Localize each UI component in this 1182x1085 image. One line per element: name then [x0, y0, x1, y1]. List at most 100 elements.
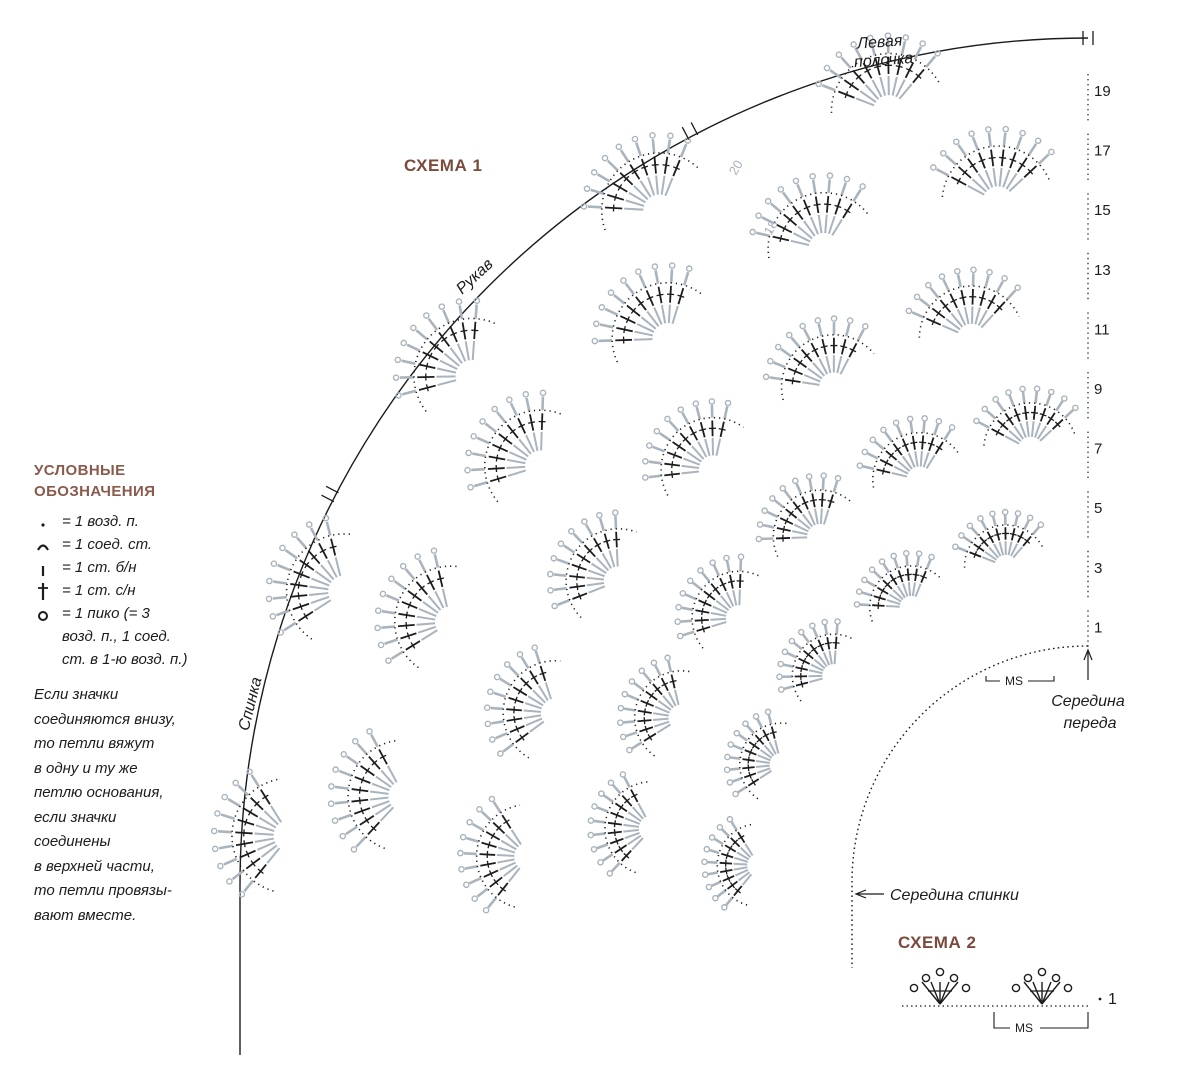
legend-note-line: в верхней части,: [34, 857, 155, 875]
shell-motif: [930, 125, 1055, 197]
row-number-3: 3: [1094, 560, 1102, 577]
label-center-back: Середина спинки: [890, 887, 1019, 904]
row-number-15: 15: [1094, 202, 1111, 219]
slip-stitch-icon: [37, 544, 49, 551]
row-number-1: 1: [1094, 619, 1102, 636]
label-sleeve: Рукав: [453, 256, 496, 298]
shell-motif: [392, 297, 499, 412]
legend-note-line: соединяются внизу,: [34, 710, 176, 728]
row-number-5: 5: [1094, 500, 1102, 517]
shell-motif: [464, 389, 565, 503]
shell-motif: [327, 728, 399, 853]
legend-item-text: = 1 ст. с/н: [62, 582, 136, 599]
repeat-label: MS: [1005, 674, 1023, 688]
scheme2-motif: [1011, 967, 1073, 1005]
legend-note-line: вают вместе.: [34, 906, 137, 924]
center-back-arrow: [854, 889, 884, 899]
legend-title-line: ОБОЗНАЧЕНИЯ: [34, 483, 156, 500]
scheme2-row-label: 1: [1108, 991, 1117, 1008]
label-left-front-1: Левая: [855, 32, 903, 52]
section-tick: [681, 126, 690, 140]
scheme2-chart: MS 1: [902, 967, 1117, 1035]
scheme1-title: СХЕМА 1: [404, 156, 483, 175]
section-tick: [321, 494, 335, 503]
shell-motif: [905, 266, 1022, 338]
shell-motif: [587, 771, 648, 877]
row-number-11: 11: [1094, 321, 1110, 338]
scheme2-motif: [909, 967, 971, 1005]
legend-note-line: если значки: [34, 808, 117, 826]
picot-icon: [38, 611, 48, 621]
legend-title-line: УСЛОВНЫЕ: [34, 462, 126, 479]
section-tick: [325, 485, 339, 494]
shell-motif: [617, 654, 690, 757]
shell-motif: [265, 514, 354, 640]
legend-item: = 1 ст. с/н: [34, 579, 234, 602]
scheme2-repeat-label: MS: [1015, 1021, 1033, 1035]
legend-item: = 1 возд. п.: [34, 510, 234, 533]
center-front-arrow: [1083, 648, 1093, 680]
side-number-20: 20: [726, 157, 746, 177]
legend-note-line: Если значки: [34, 686, 119, 703]
row-number-13: 13: [1094, 262, 1111, 279]
repeat-bracket: MS: [985, 674, 1055, 688]
legend-item: = 1 пико (= 3 возд. п., 1 соед. ст. в 1-ю …: [34, 602, 234, 671]
legend-note-line: то петли провязы-: [34, 882, 172, 899]
legend-item-text: = 1 пико (= 3: [62, 605, 150, 622]
legend-items: = 1 возд. п. = 1 соед. ст. = 1 ст. б/н = 1 …: [34, 510, 234, 671]
row-number-9: 9: [1094, 381, 1102, 398]
legend: УСЛОВНЫЕ ОБОЗНАЧЕНИЯ = 1 возд. п. = 1 соед…: [34, 460, 234, 928]
legend-note-line: соединены: [34, 833, 111, 850]
legend-title: УСЛОВНЫЕ ОБОЗНАЧЕНИЯ: [34, 460, 234, 502]
shell-motif: [776, 618, 853, 702]
legend-item-text: = 1 ст. б/н: [62, 559, 137, 576]
legend-item-text: возд. п., 1 соед.: [62, 628, 171, 645]
side-number-18: 18: [761, 217, 781, 237]
legend-item: = 1 ст. б/н: [34, 556, 234, 579]
shell-motif: [483, 644, 561, 759]
section-tick: [690, 122, 699, 136]
legend-item: = 1 соед. ст.: [34, 533, 234, 556]
label-center-front-1: Середина: [1051, 693, 1125, 710]
row-number-7: 7: [1094, 441, 1102, 458]
double-crochet-icon: [38, 583, 48, 600]
label-center-front-2: переда: [1063, 715, 1116, 732]
shell-motif: [815, 32, 942, 113]
shell-motif: [755, 472, 851, 557]
label-back: Спинка: [236, 675, 266, 732]
shell-motif: [641, 398, 744, 496]
shell-motif: [749, 172, 871, 259]
legend-note-line: то петли вяжут: [34, 735, 155, 752]
outer-boundary: [239, 37, 1089, 1055]
shell-motif: [701, 815, 754, 911]
legend-note-line: в одну и ту же: [34, 759, 138, 777]
shell-motif: [457, 795, 522, 914]
legend-note: Если значки соединяются внизу, то петли вя…: [34, 683, 234, 928]
shell-motif: [723, 708, 788, 800]
legend-item-text: ст. в 1-ю возд. п.): [62, 651, 188, 668]
label-left-front-2: полочка: [854, 50, 914, 71]
row-number-17: 17: [1094, 143, 1111, 160]
shell-motif: [856, 415, 959, 488]
shell-motif: [853, 550, 941, 622]
scheme2-title: СХЕМА 2: [898, 933, 977, 952]
shell-motif: [674, 553, 759, 649]
shell-motif: [762, 315, 875, 401]
shell-motif: [374, 547, 461, 669]
section-dividers: [321, 31, 1094, 503]
shell-motif: [591, 262, 705, 363]
legend-note-line: петлю основания,: [34, 784, 164, 801]
single-crochet-icon: [41, 566, 45, 576]
legend-item-text: = 1 возд. п.: [62, 513, 139, 530]
shell-motif: [973, 385, 1079, 446]
shell-motif: [546, 509, 637, 619]
inner-neckline: [851, 645, 1089, 968]
shell-motif: [952, 508, 1045, 568]
legend-item-text: = 1 соед. ст.: [62, 536, 153, 553]
shell-fans: [210, 32, 1079, 914]
chain-dot-icon: [41, 523, 45, 527]
shell-motif: [210, 768, 282, 898]
